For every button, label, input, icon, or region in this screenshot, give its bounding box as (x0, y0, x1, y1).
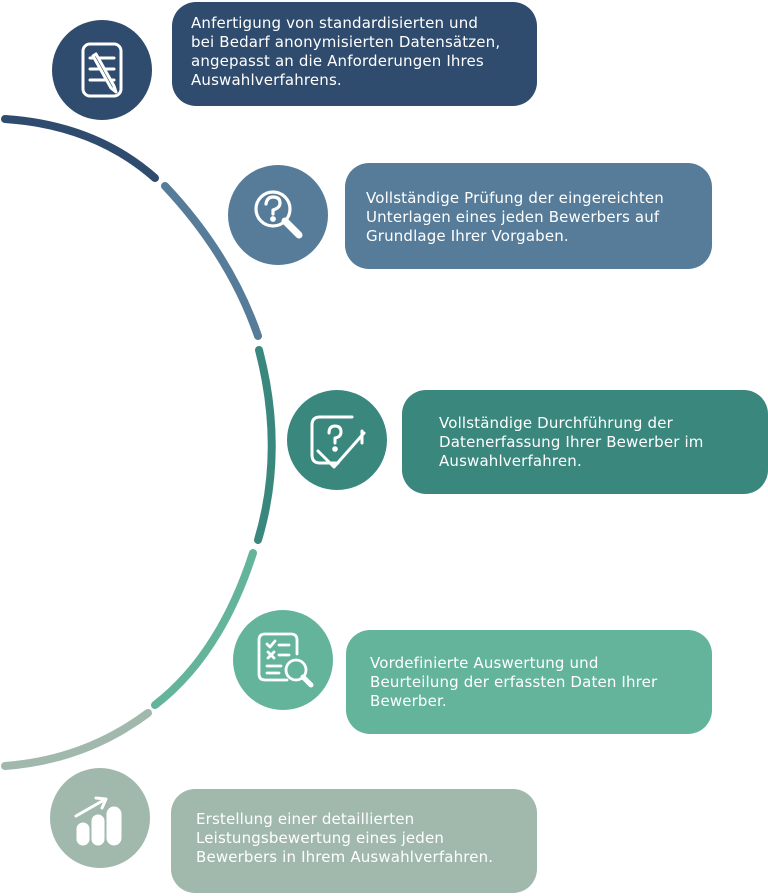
arc-segment-1 (1, 115, 159, 182)
arc-segment-3 (254, 346, 276, 544)
step-4-icon-circle (233, 610, 333, 710)
step-5-icon-circle (50, 768, 150, 868)
step-3-line-1: Vollständige Durchführung der (439, 414, 673, 432)
step-1-line-3: angepasst an die Anforderungen Ihres (191, 52, 484, 70)
step-1-line-2: bei Bedarf anonymisierten Datensätzen, (191, 33, 501, 51)
step-1-card: Anfertigung von standardisierten und bei… (172, 2, 537, 106)
question-magnifier-icon (254, 190, 303, 239)
step-5-line-1: Erstellung einer detaillierten (196, 810, 415, 828)
step-1-line-1: Anfertigung von standardisierten und (191, 14, 479, 32)
arc-segment-5 (1, 709, 152, 770)
step-4-card: Vordefinierte Auswertung und Beurteilung… (346, 630, 712, 734)
step-4-line-2: Beurteilung der erfassten Daten Ihrer (370, 673, 658, 691)
step-5-card: Erstellung einer detaillierten Leistungs… (171, 789, 537, 893)
step-2-line-1: Vollständige Prüfung der eingereichten (366, 189, 664, 207)
step-2-icon-circle (228, 165, 328, 265)
step-5-line-3: Bewerbers in Ihrem Auswahlverfahren. (196, 848, 494, 866)
step-1-icon-circle (52, 20, 152, 120)
arc-segment-4 (151, 549, 257, 709)
step-3-line-3: Auswahlverfahren. (439, 452, 582, 470)
question-check-icon (310, 415, 366, 469)
step-3-line-2: Datenerfassung Ihrer Bewerber im (439, 433, 704, 451)
document-search-icon (257, 632, 314, 688)
step-2-card: Vollständige Prüfung der eingereichten U… (345, 163, 712, 269)
step-4-line-3: Bewerber. (370, 692, 447, 710)
step-2-line-2: Unterlagen eines jeden Bewerbers auf (366, 208, 660, 226)
checklist-pen-icon (81, 42, 123, 98)
step-5-line-2: Leistungsbewertung eines jeden (196, 829, 445, 847)
step-3-card: Vollständige Durchführung der Datenerfas… (402, 390, 768, 494)
step-2-line-3: Grundlage Ihrer Vorgaben. (366, 227, 569, 245)
step-3-icon-circle (287, 390, 387, 490)
step-4-line-1: Vordefinierte Auswertung und (370, 654, 599, 672)
arc-segment-2 (161, 182, 262, 340)
step-1-line-4: Auswahlverfahrens. (191, 71, 342, 89)
growth-chart-icon (74, 796, 122, 846)
